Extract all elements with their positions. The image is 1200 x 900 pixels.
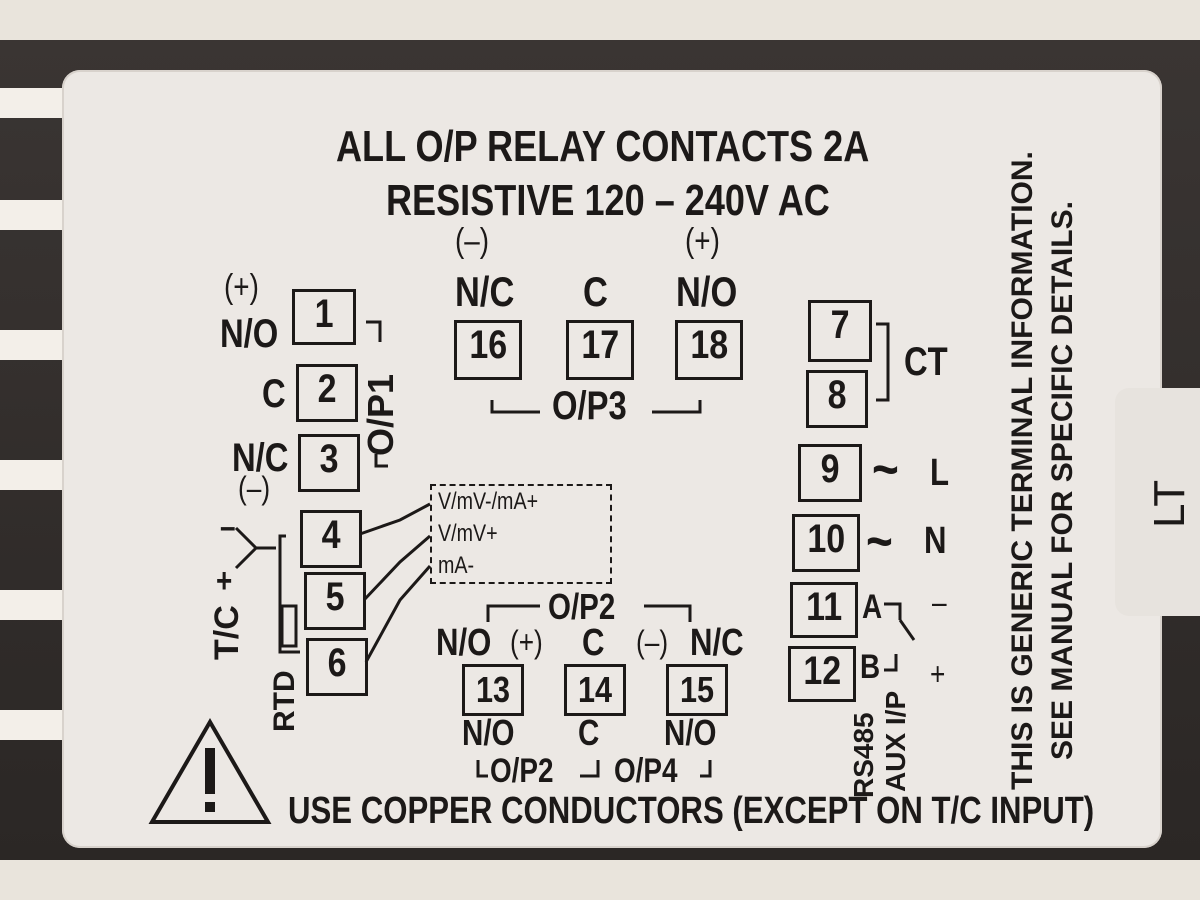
cooling-fin <box>0 710 70 740</box>
op1-neg: (–) <box>238 470 271 506</box>
terminal-6: 6 <box>306 638 368 696</box>
cooling-fin <box>0 88 70 118</box>
terminal-9: 9 <box>798 444 862 502</box>
terminal-16: 16 <box>454 320 522 380</box>
op1-c: C <box>262 372 286 416</box>
op2-no: N/O <box>436 622 492 664</box>
terminal-18: 18 <box>675 320 743 380</box>
tc-plus: + <box>216 562 233 600</box>
cooling-fin <box>0 590 70 620</box>
op2-nc: N/C <box>690 622 744 664</box>
terminal-10: 10 <box>792 514 860 572</box>
op4-no-bottom: N/O <box>664 712 717 753</box>
footer-warning: USE COPPER CONDUCTORS (EXCEPT ON T/C INP… <box>288 790 1095 832</box>
terminal-14: 14 <box>564 664 626 716</box>
op3-nc: N/C <box>455 268 515 315</box>
op2-neg: (–) <box>636 624 669 660</box>
op2-label: O/P2 <box>548 586 616 627</box>
tc-minus: – <box>220 508 236 546</box>
op2-c-bottom: C <box>578 712 600 753</box>
op3-label: O/P3 <box>552 384 627 428</box>
op1-label: O/P1 <box>360 373 401 456</box>
side-note-line1: THIS IS GENERIC TERMINAL INFORMATION. <box>1006 151 1039 790</box>
op1-pos: (+) <box>224 268 259 306</box>
cooling-fin <box>0 460 70 490</box>
tc-label: T/C <box>208 605 246 660</box>
op2-c: C <box>582 622 605 664</box>
op1-nc: N/C <box>232 436 289 480</box>
terminal-7: 7 <box>808 300 872 362</box>
terminal-15: 15 <box>666 664 728 716</box>
aux-plus: + <box>930 656 946 692</box>
cooling-fin <box>0 330 70 360</box>
op3-neg: (–) <box>455 222 490 260</box>
header-line2: RESISTIVE 120 – 240V AC <box>386 176 830 225</box>
tilde-l: ~ <box>872 437 899 500</box>
aux-minus: – <box>932 584 947 620</box>
op3-pos: (+) <box>685 222 720 260</box>
line-l: L <box>930 452 950 494</box>
input-ma: mA- <box>438 552 475 579</box>
op4-label: O/P4 <box>614 752 678 790</box>
terminal-8: 8 <box>806 370 868 428</box>
rs485-b: B <box>860 648 881 686</box>
terminal-13: 13 <box>462 664 524 716</box>
side-tab: LT <box>1115 388 1200 616</box>
op3-no: N/O <box>676 268 738 315</box>
header-line1: ALL O/P RELAY CONTACTS 2A <box>336 122 870 171</box>
rs485-a: A <box>862 588 883 626</box>
cooling-fin <box>0 200 70 230</box>
terminal-3: 3 <box>298 434 360 492</box>
ct-label: CT <box>904 340 948 384</box>
aux-ip-label: AUX I/P <box>880 690 911 792</box>
op1-no: N/O <box>220 312 279 356</box>
neutral-n: N <box>924 520 947 562</box>
terminal-12: 12 <box>788 646 856 702</box>
side-note-line2: SEE MANUAL FOR SPECIFIC DETAILS. <box>1046 201 1079 760</box>
terminal-4: 4 <box>300 510 362 568</box>
terminal-17: 17 <box>566 320 634 380</box>
terminal-11: 11 <box>790 582 858 638</box>
terminal-1: 1 <box>292 289 356 345</box>
op2-bottom-label: O/P2 <box>490 752 554 790</box>
input-type-box <box>430 484 612 584</box>
tilde-n: ~ <box>866 509 893 572</box>
terminal-2: 2 <box>296 364 358 422</box>
op2-no-bottom: N/O <box>462 712 515 753</box>
input-vmv: V/mV+ <box>438 520 498 547</box>
terminal-5: 5 <box>304 572 366 630</box>
side-tab-char: LT <box>1145 479 1194 528</box>
rtd-label: RTD <box>268 670 301 732</box>
rs485-label: RS485 <box>848 712 879 798</box>
op3-c: C <box>583 268 608 315</box>
input-vmv-ma: V/mV-/mA+ <box>438 488 539 515</box>
op2-pos: (+) <box>510 624 543 660</box>
